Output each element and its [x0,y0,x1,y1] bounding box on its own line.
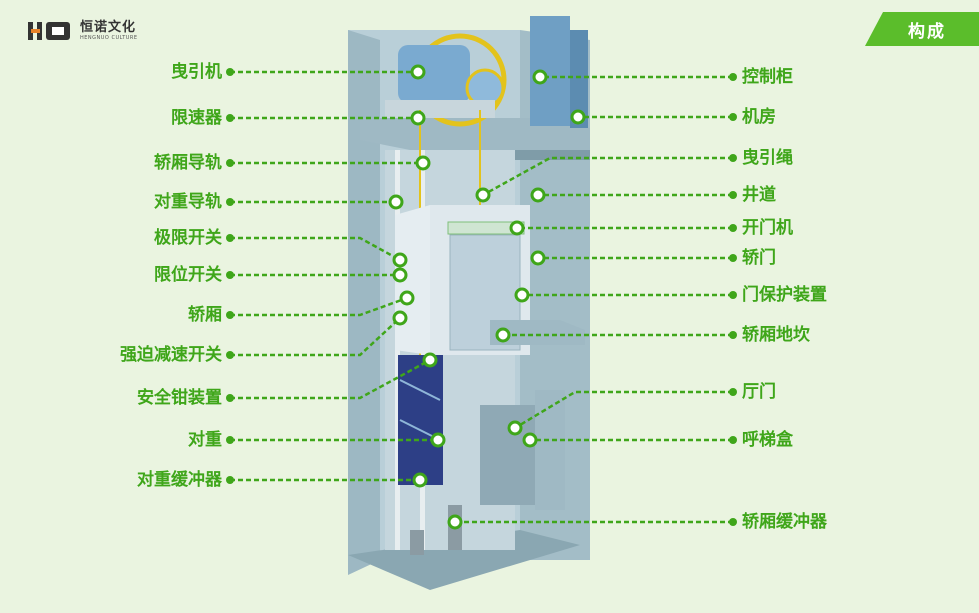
label-car-buffer: 轿厢缓冲器 [742,512,827,532]
label-traction-rope-leader [482,156,733,197]
label-counterweight-target-dot [430,432,446,448]
landing-door-frame [535,390,565,510]
counterweight-ladder [399,379,441,401]
label-traction-rope-target-dot [475,187,491,203]
label-final-limit-switch-target-dot [392,252,408,268]
label-car-buffer-label-dot [729,518,737,526]
label-safety-gear-leader [230,358,431,400]
label-door-operator: 开门机 [742,218,793,238]
label-car-sill: 轿厢地坎 [742,325,810,345]
label-counterweight-label-dot [226,436,234,444]
label-traction-rope: 曳引绳 [742,148,793,168]
label-control-cabinet-label-dot [729,73,737,81]
label-control-cabinet-target-dot [532,69,548,85]
label-landing-door-label-dot [729,388,737,396]
label-door-protection: 门保护装置 [742,285,827,305]
counterweight-shape [398,355,443,485]
label-hoistway: 井道 [742,185,776,205]
label-forced-deceleration-switch-label-dot [226,351,234,359]
label-speed-governor-label-dot [226,114,234,122]
label-car-guide-rail-target-dot [415,155,431,171]
car-sill-shape [490,320,585,345]
label-car-door-target-dot [530,250,546,266]
section-badge: 构成 [865,12,979,46]
label-safety-gear: 安全钳装置 [137,388,222,408]
label-counterweight-guide-rail: 对重导轨 [154,192,222,212]
label-counterweight-buffer-target-dot [412,472,428,488]
label-traction-machine-label-dot [226,68,234,76]
label-machine-room-label-dot [729,113,737,121]
brand-name-en: HENGNUO CULTURE [80,35,138,41]
label-forced-deceleration-switch: 强迫减速开关 [120,345,222,365]
hoistway-left-wall [348,30,380,575]
label-counterweight-guide-rail-target-dot [388,194,404,210]
counterweight-buffer-shape [410,530,424,555]
label-door-operator-label-dot [729,224,737,232]
label-car-guide-rail: 轿厢导轨 [154,153,222,173]
label-landing-door-target-dot [507,420,523,436]
label-final-limit-switch-label-dot [226,234,234,242]
label-speed-governor-target-dot [410,110,426,126]
label-forced-deceleration-switch-target-dot [392,310,408,326]
label-landing-door-leader [514,390,733,430]
label-limit-switch: 限位开关 [154,265,222,285]
label-machine-room: 机房 [742,107,776,127]
label-traction-machine-target-dot [410,64,426,80]
label-safety-gear-label-dot [226,394,234,402]
label-car-guide-rail-label-dot [226,159,234,167]
traction-base [385,100,495,118]
label-car-door: 轿门 [742,248,776,268]
label-call-box-target-dot [522,432,538,448]
label-car-leader [230,296,408,317]
label-call-box: 呼梯盒 [742,430,793,450]
label-car: 轿厢 [188,305,222,325]
label-hoistway-target-dot [530,187,546,203]
brand-logo: 恒诺文化 HENGNUO CULTURE [28,20,138,42]
label-forced-deceleration-switch-leader [230,317,401,357]
label-door-operator-target-dot [509,220,525,236]
label-door-protection-label-dot [729,291,737,299]
brand-logo-icon [28,22,70,40]
label-final-limit-switch-leader [230,236,401,262]
label-car-label-dot [226,311,234,319]
label-call-box-label-dot [729,436,737,444]
label-final-limit-switch: 极限开关 [154,228,222,248]
label-car-sill-target-dot [495,327,511,343]
leader-lines [226,64,737,530]
label-counterweight-guide-rail-label-dot [226,198,234,206]
label-counterweight: 对重 [188,430,222,450]
label-traction-machine: 曳引机 [171,62,222,82]
label-traction-rope-label-dot [729,154,737,162]
label-car-target-dot [399,290,415,306]
control-cabinet-side [570,30,588,128]
label-machine-room-target-dot [570,109,586,125]
label-control-cabinet: 控制柜 [742,67,793,87]
label-counterweight-buffer: 对重缓冲器 [137,470,222,490]
label-landing-door: 厅门 [742,382,776,402]
traction-motor [398,45,470,103]
brand-name-cn: 恒诺文化 [80,20,137,35]
label-speed-governor: 限速器 [171,108,222,128]
label-door-protection-target-dot [514,287,530,303]
landing-door-shape [480,405,535,505]
label-hoistway-label-dot [729,191,737,199]
label-car-sill-label-dot [729,331,737,339]
label-safety-gear-target-dot [422,352,438,368]
label-limit-switch-label-dot [226,271,234,279]
label-limit-switch-target-dot [392,267,408,283]
label-car-buffer-target-dot [447,514,463,530]
label-counterweight-buffer-label-dot [226,476,234,484]
pit-floor [348,530,580,590]
label-car-door-label-dot [729,254,737,262]
